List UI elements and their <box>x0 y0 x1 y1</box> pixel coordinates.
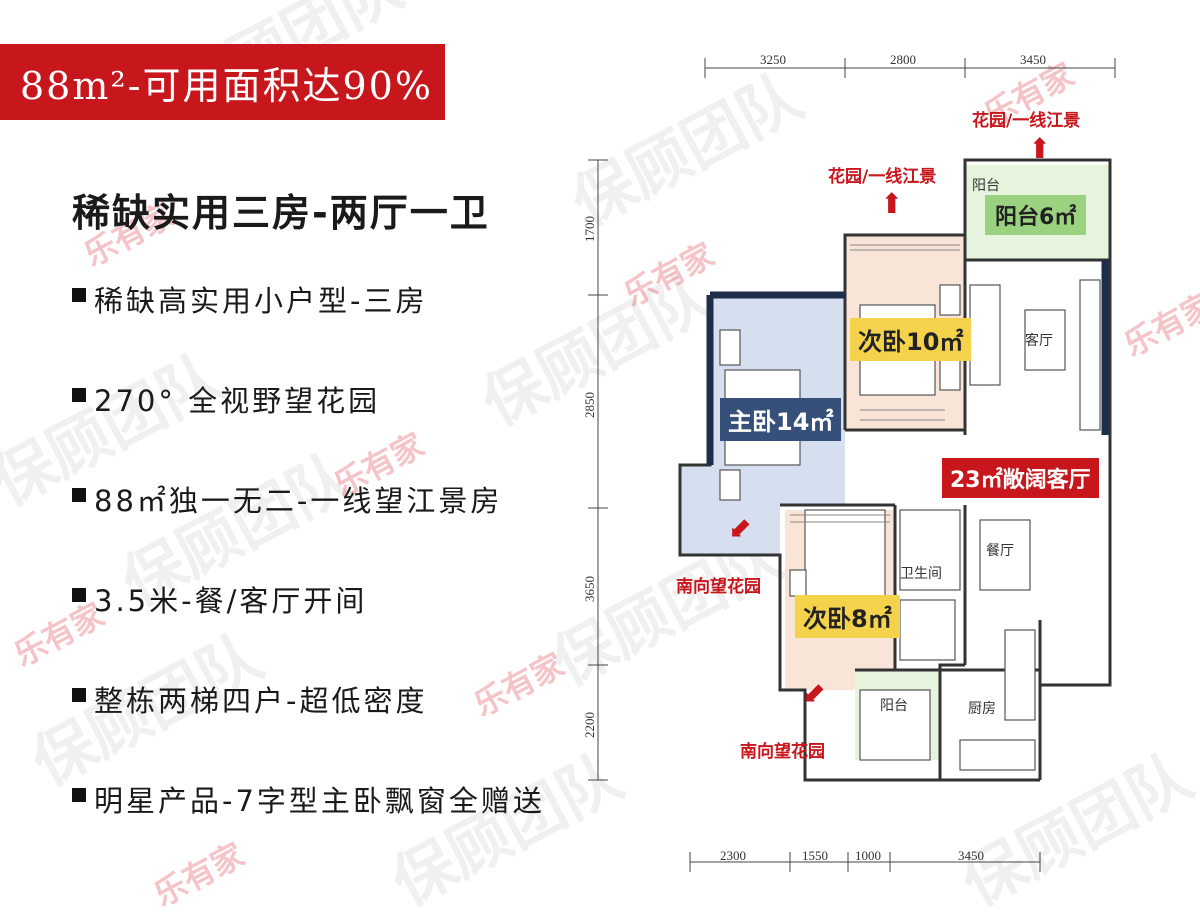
arrow-up-icon: ⬆ <box>1028 132 1052 165</box>
arrow-down-left-icon: ⬋ <box>802 677 826 710</box>
living-room-label: 客厅 <box>1025 333 1053 349</box>
balcony-label: 阳台6㎡ <box>985 195 1087 235</box>
feature-item: 3.5米-餐/客厅开间 <box>72 578 545 678</box>
dim-top: 3250 <box>760 52 786 67</box>
bullet-square-icon <box>72 288 86 302</box>
dim-left: 1700 <box>582 216 597 242</box>
feature-item: 整栋两梯四户-超低密度 <box>72 678 545 778</box>
bathroom-label: 卫生间 <box>900 566 942 582</box>
dining-label: 餐厅 <box>986 543 1014 559</box>
dim-bottom: 1550 <box>802 848 828 863</box>
balcony-corner-label: 阳台 <box>972 178 1000 194</box>
bullet-square-icon <box>72 388 86 402</box>
master-bedroom-label: 主卧14㎡ <box>720 398 842 441</box>
bullet-square-icon <box>72 788 86 802</box>
dim-bottom: 3450 <box>958 848 984 863</box>
dim-left: 3650 <box>582 576 597 602</box>
floor-plan: 3250 2800 3450 1700 2850 3650 2200 2300 … <box>560 40 1200 900</box>
dim-top: 2800 <box>890 52 916 67</box>
banner-text: 88m²-可用面积达90% <box>20 63 433 108</box>
feature-item: 明星产品-7字型主卧飘窗全赠送 <box>72 778 545 878</box>
feature-list: 稀缺高实用小户型-三房 270° 全视野望花园 88㎡独一无二-一线望江景房 3… <box>72 278 545 878</box>
headline-banner: 88m²-可用面积达90% <box>0 44 445 120</box>
living-room-highlight-label: 23㎡敞阔客厅 <box>942 458 1099 498</box>
dim-left: 2200 <box>582 712 597 738</box>
feature-item: 稀缺高实用小户型-三房 <box>72 278 545 378</box>
second-bedroom-10-label: 次卧10㎡ <box>850 318 972 361</box>
callout-south-garden-bottom: 南向望花园 <box>740 742 825 762</box>
dim-top: 3450 <box>1020 52 1046 67</box>
dim-bottom: 1000 <box>855 848 881 863</box>
bullet-square-icon <box>72 688 86 702</box>
callout-garden-river-mid: 花园/一线江景 <box>828 167 937 187</box>
bullet-square-icon <box>72 488 86 502</box>
dim-bottom: 2300 <box>720 848 746 863</box>
arrow-up-icon: ⬆ <box>880 187 904 220</box>
page-title: 稀缺实用三房-两厅一卫 <box>72 191 490 235</box>
bullet-square-icon <box>72 588 86 602</box>
dim-left: 2850 <box>582 392 597 418</box>
callout-south-garden-left: 南向望花园 <box>676 577 761 597</box>
second-bedroom-8-label: 次卧8㎡ <box>795 595 900 638</box>
callout-garden-river-top: 花园/一线江景 <box>972 111 1081 131</box>
arrow-down-left-icon: ⬋ <box>728 512 752 545</box>
small-balcony-label: 阳台 <box>880 698 908 714</box>
feature-item: 270° 全视野望花园 <box>72 378 545 478</box>
feature-item: 88㎡独一无二-一线望江景房 <box>72 478 545 578</box>
kitchen-label: 厨房 <box>968 701 996 717</box>
